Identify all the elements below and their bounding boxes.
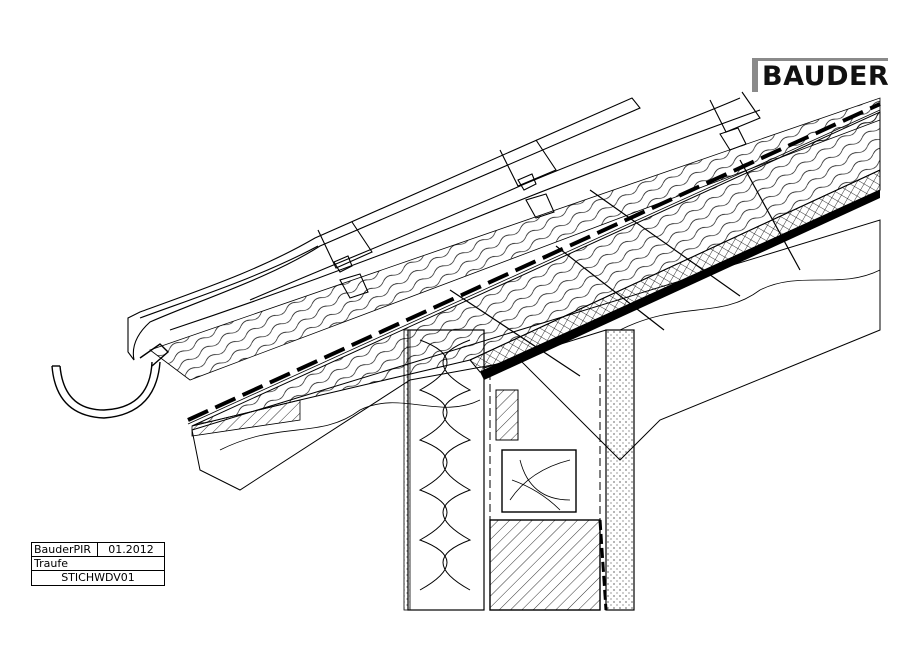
title-block-row-3: STICHWDV01 <box>32 571 164 585</box>
drawing-code: STICHWDV01 <box>61 571 135 584</box>
product-name: BauderPIR <box>32 543 98 557</box>
title-block: BauderPIR 01.2012 Traufe STICHWDV01 <box>31 542 165 586</box>
title-block-row-2: Traufe <box>32 557 164 571</box>
rafter-icon <box>501 449 577 513</box>
title-block-row-1: BauderPIR 01.2012 <box>32 543 164 557</box>
logo-accent-side <box>752 58 758 92</box>
detail-name: Traufe <box>34 557 68 570</box>
drawing-date: 01.2012 <box>108 543 154 556</box>
logo-text: BAUDER <box>762 61 890 92</box>
insulation-icon <box>403 329 485 611</box>
gutter-icon <box>51 343 170 419</box>
roof-tile-icon <box>127 91 761 361</box>
logo-accent-bar <box>752 58 888 61</box>
bauder-logo: BAUDER <box>752 58 890 94</box>
